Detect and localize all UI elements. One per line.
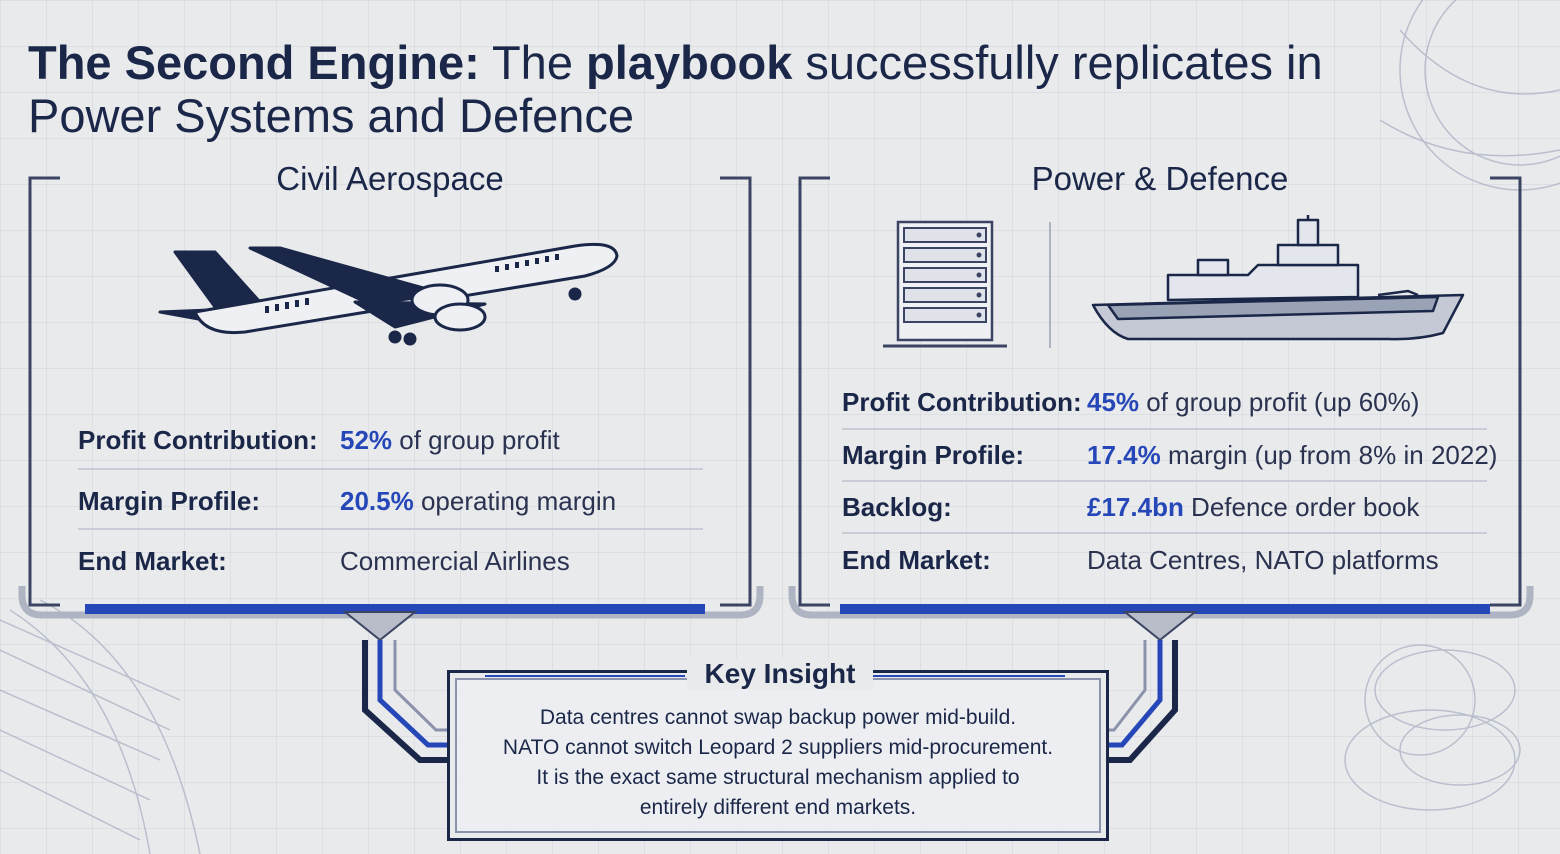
insight-line: It is the exact same structural mechanis… [536, 766, 1020, 789]
server-rack-icon [883, 220, 1007, 348]
row-divider [842, 532, 1487, 534]
power-profit-label: Profit Contribution: [842, 387, 1082, 417]
civil-aerospace-title: Civil Aerospace [276, 160, 504, 197]
insight-rule-right [865, 675, 1065, 677]
insight-line: NATO cannot switch Leopard 2 suppliers m… [502, 736, 1054, 759]
power-defence-title: Power & Defence [1031, 160, 1289, 197]
page-title: The Second Engine: The playbook successf… [28, 36, 1323, 142]
power-margin-label: Margin Profile: [842, 440, 1025, 470]
insight-line: Data centres cannot swap backup power mi… [539, 706, 1017, 729]
civil-market-value: Commercial Airlines [340, 546, 570, 576]
row-divider [842, 428, 1487, 430]
power-market-label: End Market: [842, 545, 991, 575]
power-backlog-label: Backlog: [842, 492, 952, 522]
insight-rule-left [485, 675, 685, 677]
insight-line: entirely different end markets. [639, 796, 917, 819]
civil-market-label: End Market: [78, 546, 227, 576]
row-divider [78, 528, 703, 530]
civil-margin-value: 20.5% operating margin [340, 486, 617, 516]
civil-profit-value: 52% of group profit [340, 425, 560, 455]
key-insight-box [447, 670, 1109, 841]
power-margin-value: 17.4% margin (up from 8% in 2022) [1087, 440, 1498, 470]
power-market-value: Data Centres, NATO platforms [1087, 545, 1439, 575]
warship-icon [1091, 215, 1465, 341]
power-backlog-value: £17.4bn Defence order book [1087, 492, 1420, 522]
power-profit-value: 45% of group profit (up 60%) [1087, 387, 1420, 417]
civil-margin-label: Margin Profile: [78, 486, 261, 516]
row-divider [842, 480, 1487, 482]
key-insight-text: Data centres cannot swap backup power mi… [447, 703, 1109, 823]
airplane-icon [158, 242, 619, 346]
key-insight-title: Key Insight [0, 658, 1560, 690]
civil-profit-label: Profit Contribution: [78, 425, 318, 455]
row-divider [78, 468, 703, 470]
